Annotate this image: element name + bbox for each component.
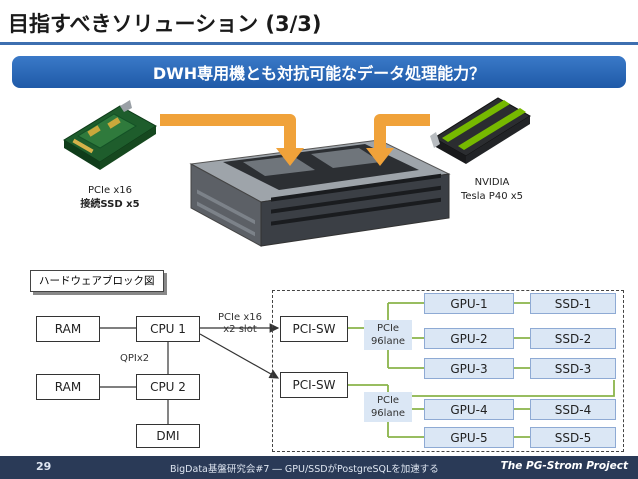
pcie-lane-label-1: PCIe 96lane xyxy=(364,320,412,350)
page-number: 29 xyxy=(36,460,52,473)
ssd-3-box: SSD-3 xyxy=(530,358,616,379)
lane1-line1: PCIe xyxy=(376,323,400,334)
gpu-5-box: GPU-5 xyxy=(424,427,514,448)
page-title: 目指すべきソリューション (3/3) xyxy=(8,12,322,36)
wire-cpu1-pcisw2 xyxy=(199,333,280,379)
pcie-lane-label-2: PCIe 96lane xyxy=(364,392,412,422)
footer-bar: 29 BigData基盤研究会#7 ― GPU/SSDがPostgreSQLを加… xyxy=(0,456,638,479)
ssd-caption: PCIe x16 接続SSD x5 xyxy=(62,184,158,212)
orange-arrow-right xyxy=(374,114,430,152)
expansion-enclosure xyxy=(272,290,624,452)
cpu1-box: CPU 1 xyxy=(136,316,200,342)
title-divider xyxy=(0,42,638,45)
dmi-box: DMI xyxy=(136,424,200,448)
qpi-label: QPIx2 xyxy=(120,353,150,364)
gpu-caption-line2: Tesla P40 x5 xyxy=(460,191,524,202)
pcisw1-box: PCI-SW xyxy=(280,316,348,342)
pcie-slot-line1: PCIe x16 xyxy=(218,312,262,323)
lane2-line2: 96lane xyxy=(370,408,406,419)
lane2-line1: PCIe xyxy=(376,395,400,406)
gpu-4-box: GPU-4 xyxy=(424,399,514,420)
lane1-line2: 96lane xyxy=(370,336,406,347)
gpu-caption: NVIDIA Tesla P40 x5 xyxy=(440,176,544,204)
pcie-slot-line2: x2 slot xyxy=(223,324,257,335)
hardware-block-diagram-label: ハードウェアブロック図 xyxy=(30,270,164,292)
ssd-card-image xyxy=(63,100,157,170)
pcie-slot-label: PCIe x16 x2 slot xyxy=(212,312,268,336)
ssd-4-box: SSD-4 xyxy=(530,399,616,420)
ram2-box: RAM xyxy=(36,374,100,400)
pcisw2-box: PCI-SW xyxy=(280,372,348,398)
ssd-caption-line2: 接続SSD x5 xyxy=(80,199,140,210)
cpu2-box: CPU 2 xyxy=(136,374,200,400)
gpu-2-box: GPU-2 xyxy=(424,328,514,349)
brand-logo-text: The PG-Strom Project xyxy=(500,460,628,472)
orange-arrowhead-left xyxy=(276,148,304,166)
footer-text: BigData基盤研究会#7 ― GPU/SSDがPostgreSQLを加速する xyxy=(170,464,439,475)
wire-gpu-ssd xyxy=(514,302,530,438)
gpu-1-box: GPU-1 xyxy=(424,293,514,314)
ssd-5-box: SSD-5 xyxy=(530,427,616,448)
headline-banner: DWH専用機とも対抗可能なデータ処理能力？ xyxy=(12,56,626,88)
ssd-caption-line1: PCIe x16 xyxy=(88,185,132,196)
orange-arrowhead-right xyxy=(366,148,394,166)
gpu-caption-line1: NVIDIA xyxy=(474,177,510,188)
orange-arrow-left xyxy=(160,114,296,152)
ssd-1-box: SSD-1 xyxy=(530,293,616,314)
gpu-3-box: GPU-3 xyxy=(424,358,514,379)
ssd-2-box: SSD-2 xyxy=(530,328,616,349)
ram1-box: RAM xyxy=(36,316,100,342)
gpu-card-image xyxy=(430,97,531,164)
